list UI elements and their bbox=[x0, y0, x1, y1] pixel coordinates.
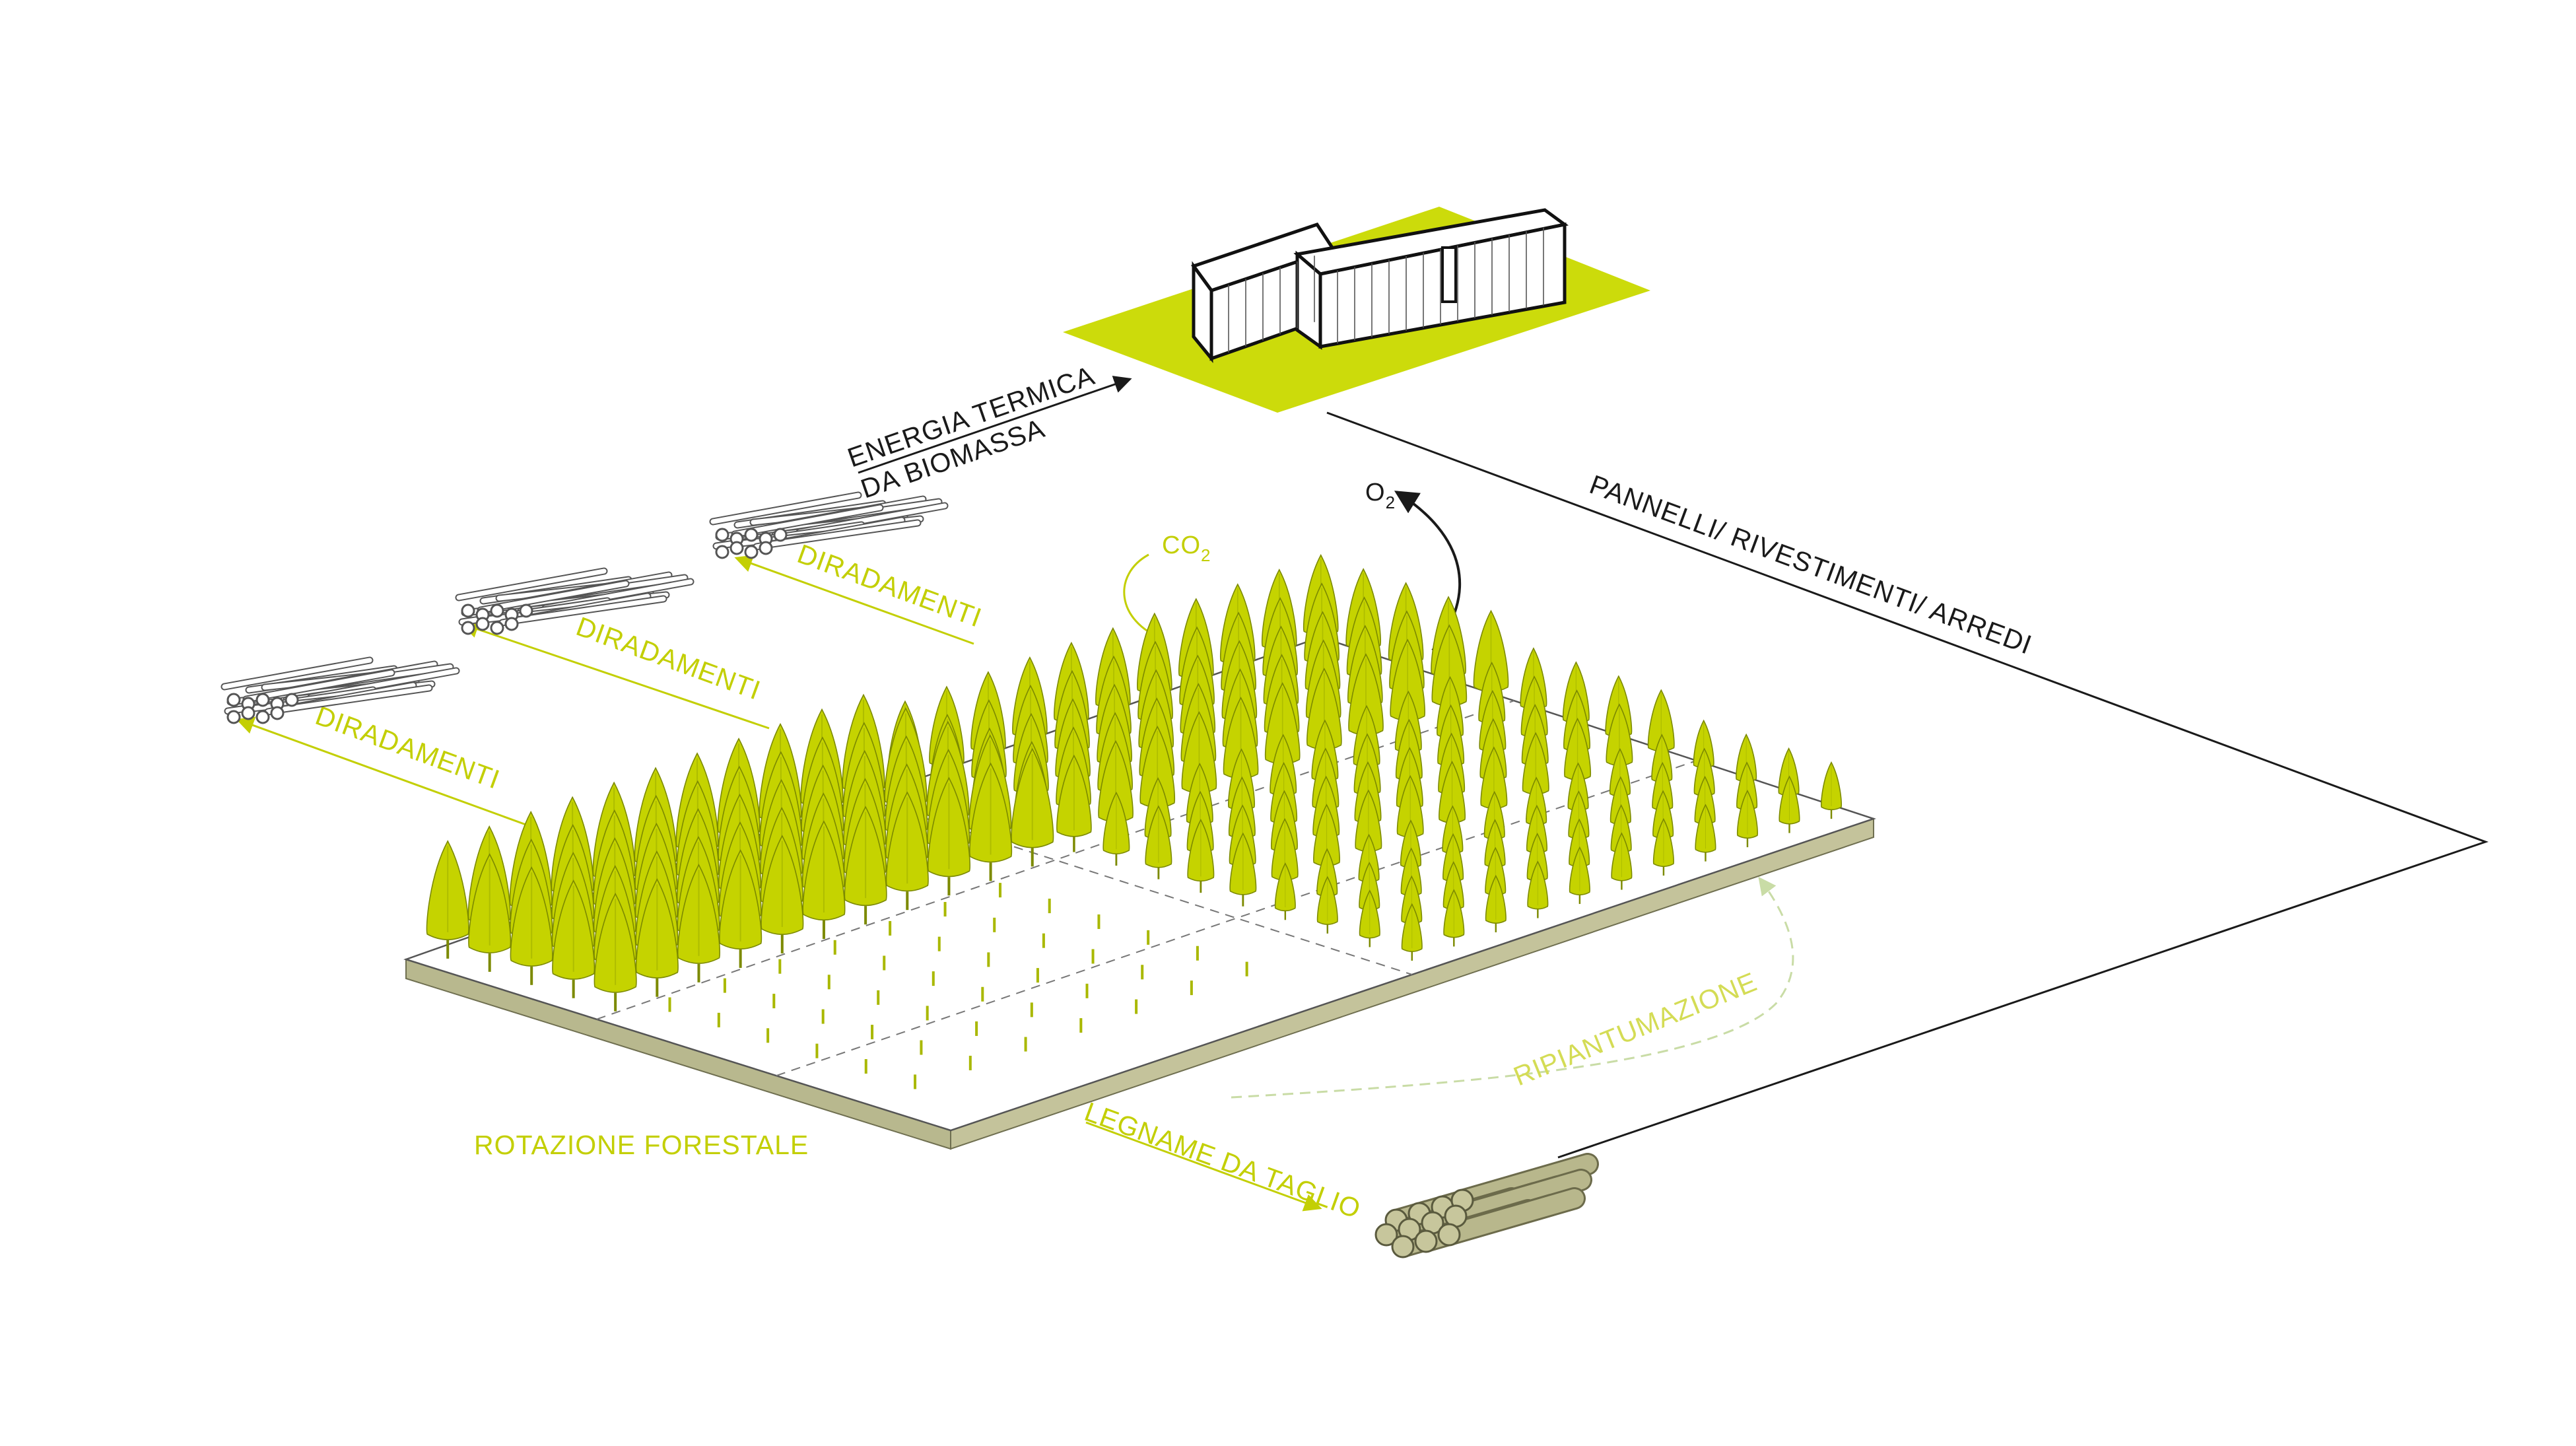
conifer-tree-icon bbox=[593, 892, 637, 1012]
diradamenti-label-3: DIRADAMENTI bbox=[794, 538, 986, 633]
conifer-tree-icon bbox=[802, 820, 846, 940]
conifer-tree-icon bbox=[1316, 876, 1338, 934]
conifer-tree-icon bbox=[885, 791, 929, 911]
ripiantumazione-arrow bbox=[1231, 876, 1794, 1099]
branch-bundle-icon bbox=[455, 567, 695, 635]
co2-label: CO2 bbox=[1162, 532, 1211, 565]
conifer-tree-icon bbox=[719, 849, 763, 968]
conifer-tree-icon bbox=[1779, 775, 1800, 833]
building-icon bbox=[1063, 207, 1650, 413]
branch-bundle-icon bbox=[709, 491, 949, 559]
rotazione-forestale-label: ROTAZIONE FORESTALE bbox=[474, 1130, 809, 1160]
conifer-tree-icon bbox=[1569, 846, 1590, 905]
legname-flow: LEGNAME DA TAGLIO bbox=[1081, 1096, 1365, 1224]
conifer-tree-icon bbox=[1527, 860, 1549, 918]
conifer-tree-icon bbox=[1229, 832, 1257, 907]
conifer-tree-icon bbox=[1102, 791, 1130, 866]
diradamenti-flow-3: DIRADAMENTI bbox=[734, 538, 986, 645]
energia-flow: ENERGIA TERMICA DA BIOMASSA bbox=[844, 360, 1132, 504]
conifer-tree-icon bbox=[1011, 747, 1054, 867]
diradamenti-arrow-3 bbox=[734, 555, 974, 645]
conifer-tree-icon bbox=[1401, 903, 1423, 961]
conifer-tree-icon bbox=[1056, 754, 1092, 852]
conifer-tree-icon bbox=[1736, 789, 1758, 848]
conifer-tree-icon bbox=[426, 840, 469, 959]
conifer-tree-icon bbox=[1187, 819, 1215, 893]
ripiantumazione-label: RIPIANTUMAZIONE bbox=[1509, 966, 1761, 1091]
pannelli-line bbox=[1326, 411, 2489, 1159]
conifer-tree-icon bbox=[510, 866, 553, 985]
conifer-tree-icon bbox=[1145, 805, 1172, 879]
conifer-tree-icon bbox=[1695, 804, 1716, 862]
legname-arrow bbox=[1085, 1121, 1322, 1212]
conifer-tree-icon bbox=[927, 776, 970, 896]
diradamenti-arrow-2 bbox=[460, 621, 770, 730]
diradamenti-arrow-1 bbox=[236, 716, 532, 828]
o2-label: O2 bbox=[1365, 479, 1396, 512]
co2-absorption: CO2 bbox=[1123, 532, 1211, 642]
seedlings bbox=[668, 883, 1248, 1089]
diradamenti-flow-1: DIRADAMENTI bbox=[236, 700, 532, 828]
tree-grid bbox=[426, 553, 1843, 1012]
conifer-tree-icon bbox=[468, 853, 512, 972]
conifer-tree-icon bbox=[761, 835, 804, 953]
conifer-tree-icon bbox=[969, 762, 1013, 881]
conifer-tree-icon bbox=[1443, 889, 1465, 947]
forest-platform bbox=[403, 553, 1876, 1150]
log-pile-icon bbox=[1374, 1153, 1599, 1258]
conifer-tree-icon bbox=[1485, 874, 1507, 933]
building-door bbox=[1441, 246, 1457, 303]
conifer-tree-icon bbox=[1359, 889, 1380, 947]
pannelli-label: PANNELLI/ RIVESTIMENTI/ ARREDI bbox=[1586, 469, 2036, 660]
conifer-tree-icon bbox=[1611, 832, 1633, 890]
conifer-tree-icon bbox=[1821, 761, 1843, 819]
conifer-tree-icon bbox=[1652, 817, 1674, 876]
conifer-tree-icon bbox=[552, 879, 595, 998]
conifer-tree-icon bbox=[677, 864, 720, 982]
conifer-tree-icon bbox=[635, 878, 679, 997]
legname-label: LEGNAME DA TAGLIO bbox=[1081, 1096, 1365, 1224]
diradamenti-label-2: DIRADAMENTI bbox=[572, 611, 765, 706]
conifer-tree-icon bbox=[1274, 862, 1296, 920]
conifer-tree-icon bbox=[844, 806, 887, 925]
branch-bundle-icon bbox=[220, 656, 460, 724]
energia-arrow bbox=[858, 376, 1132, 474]
